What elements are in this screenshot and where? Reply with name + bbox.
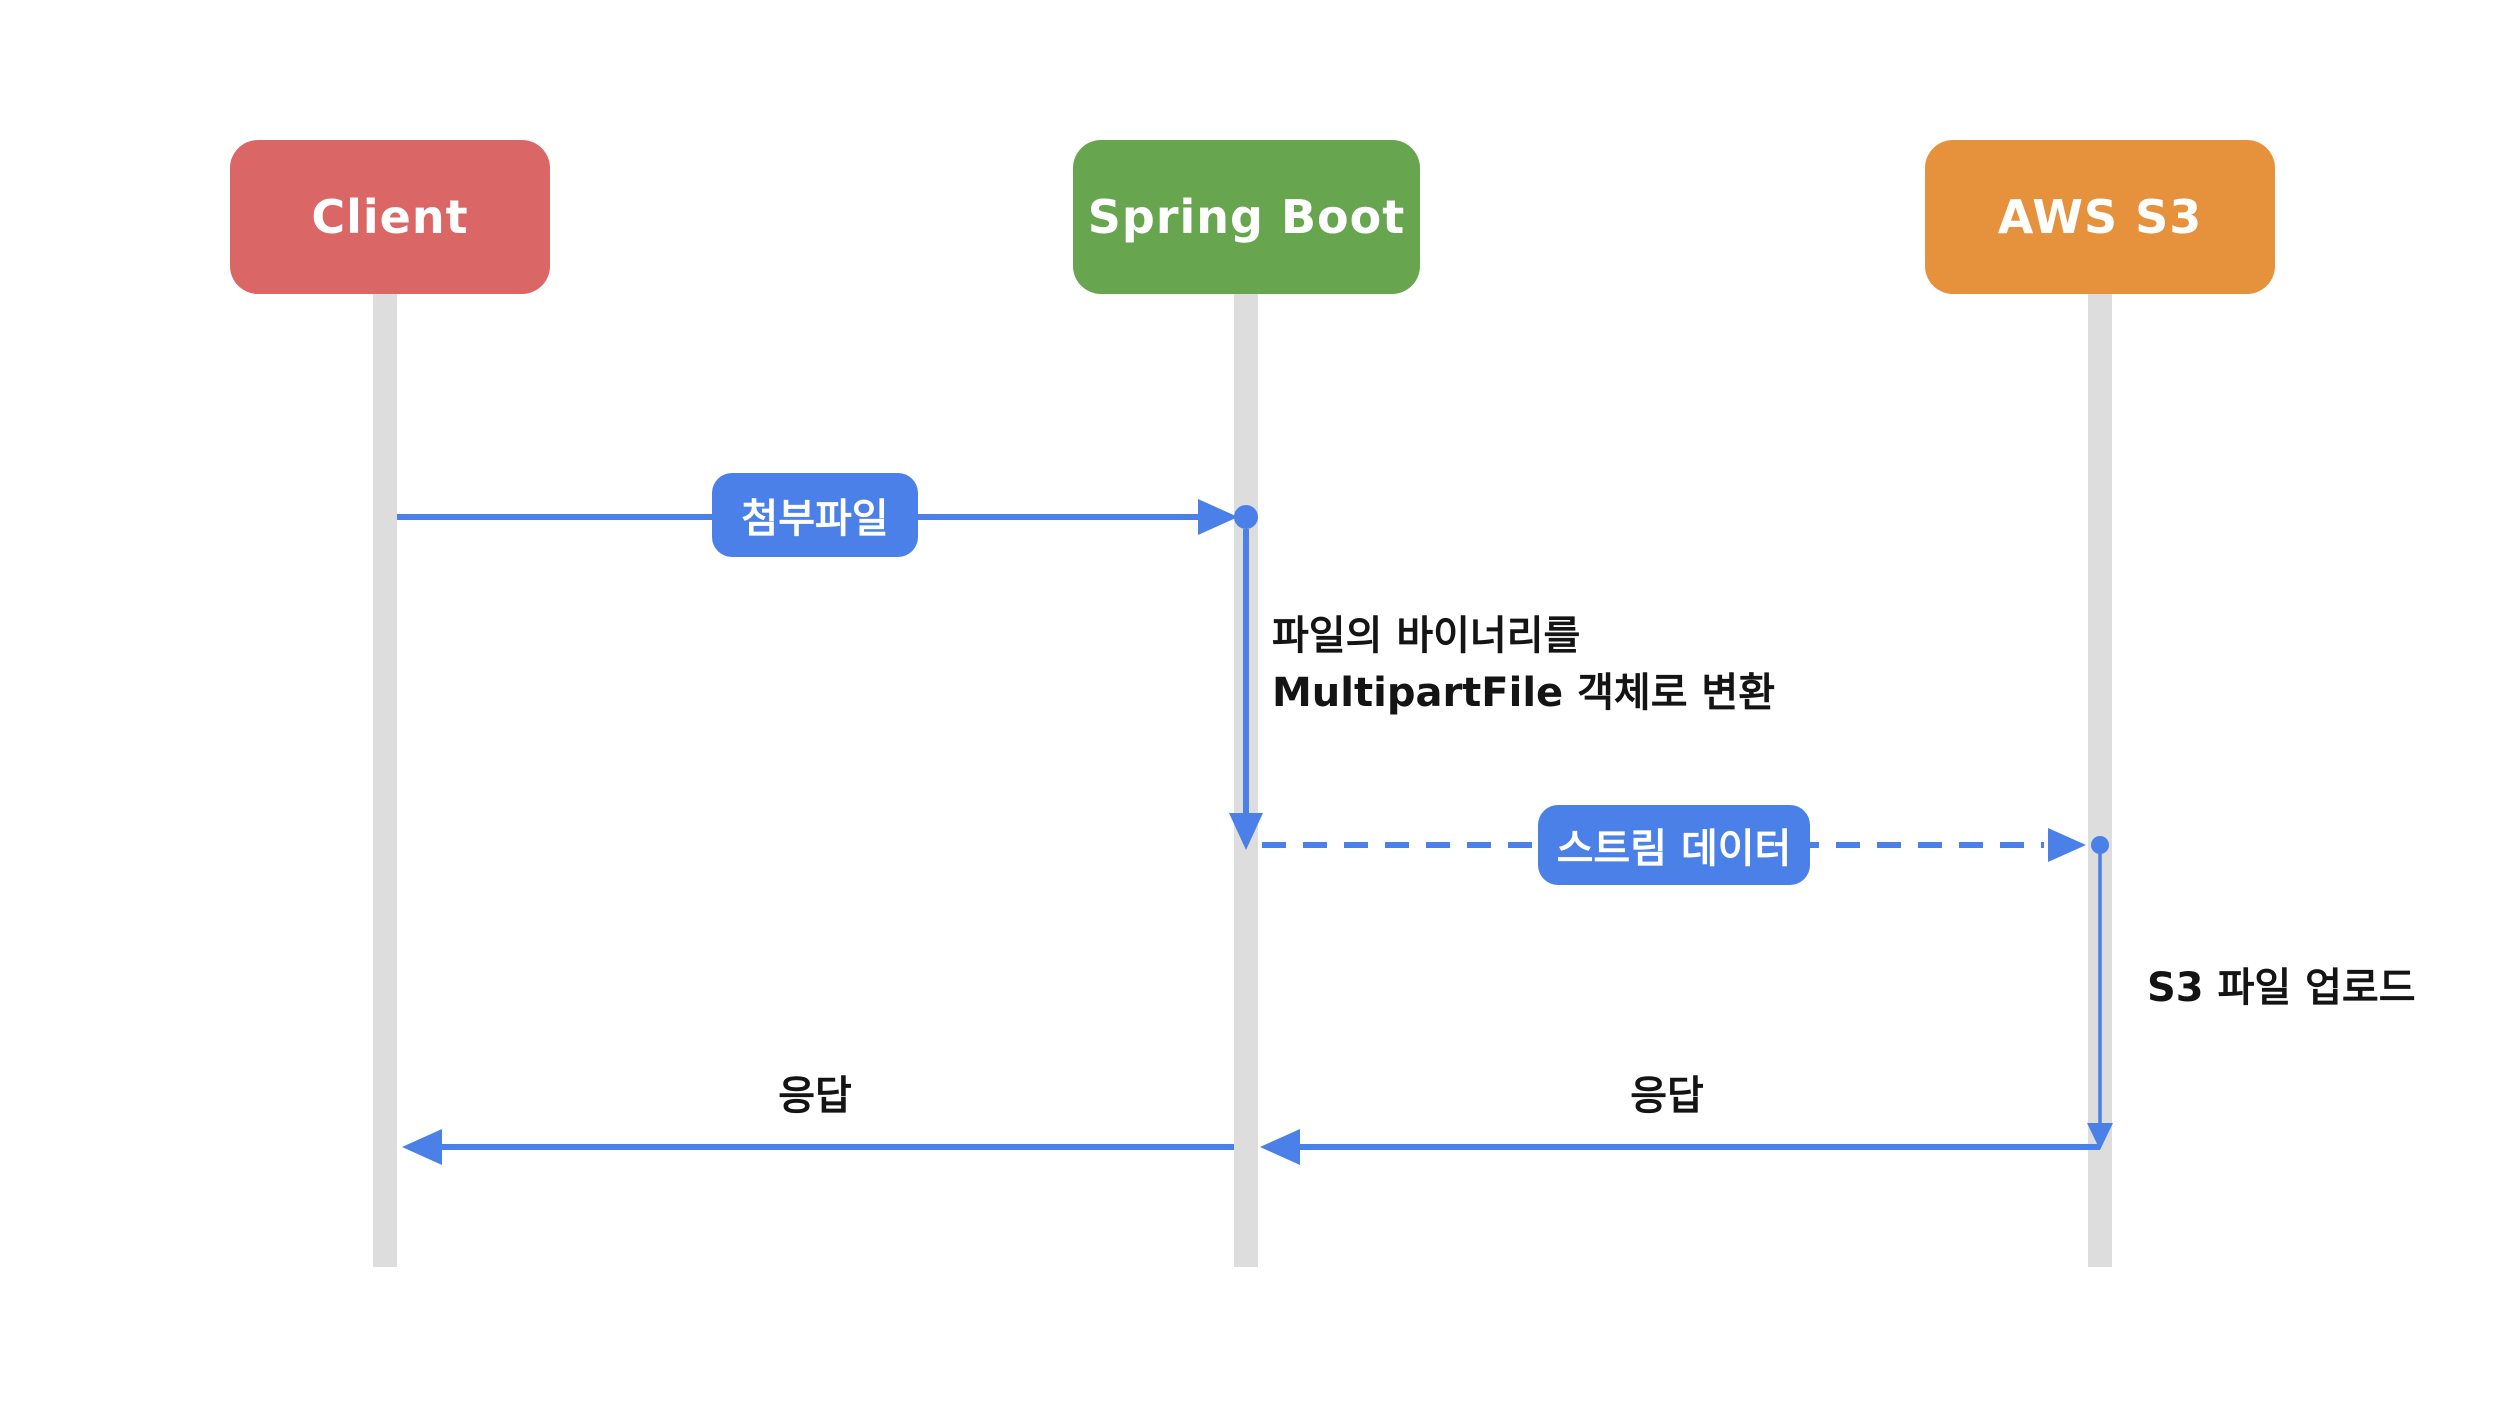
actor-client: Client: [230, 140, 550, 294]
message-label-response-to-spring: 응답: [1630, 1073, 1704, 1119]
message-label-stream-text: 스트림 데이터: [1556, 826, 1792, 872]
note-convert-multipartfile: 파일의 바이너리를 MultipartFile 객체로 변환: [1272, 613, 1776, 716]
arrow-convert-down: [1229, 529, 1263, 850]
actor-aws-s3-label: AWS S3: [1997, 190, 2203, 244]
activation-dot-spring: [1234, 505, 1258, 529]
arrow-response-to-client: [402, 1129, 1234, 1165]
note-s3-upload: S3 파일 업로드: [2147, 965, 2416, 1011]
arrow-response-to-spring: [1260, 1129, 2100, 1165]
arrow-upload-down: [2087, 854, 2113, 1150]
message-label-response-to-client: 응답: [778, 1073, 852, 1119]
lifeline-client: [373, 294, 397, 1267]
message-label-attachment: 첨부파일: [712, 473, 918, 557]
message-label-attachment-text: 첨부파일: [741, 496, 889, 542]
actor-aws-s3: AWS S3: [1925, 140, 2275, 294]
actor-spring-boot-label: Spring Boot: [1087, 190, 1406, 244]
message-label-stream: 스트림 데이터: [1538, 805, 1810, 885]
activation-dot-s3: [2091, 836, 2109, 854]
actor-spring-boot: Spring Boot: [1073, 140, 1420, 294]
actor-client-label: Client: [311, 190, 469, 244]
